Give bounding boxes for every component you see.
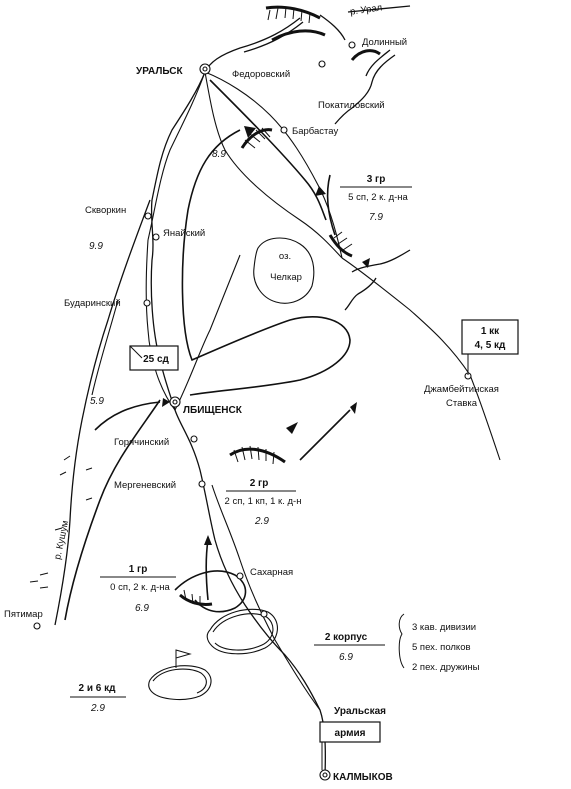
corps1-line1: 1 кк	[481, 326, 500, 337]
unit-group2: 2 гр 2 сп, 1 кп, 1 к. д-н 2.9	[225, 478, 302, 527]
group1-date: 6.9	[135, 603, 149, 614]
unit-ural-army: Уральская армия	[319, 706, 386, 770]
town-pyatimar-marker	[33, 622, 41, 630]
lake-chelkar: оз. Челкар	[253, 237, 315, 304]
kaleny-loops	[148, 608, 278, 701]
group1-title: 1 гр	[129, 564, 148, 575]
corps2-list-1: 3 кав. дивизии	[412, 622, 476, 633]
unit-group3: 3 гр 5 сп, 2 к. д-на 7.9	[340, 174, 412, 223]
towns	[33, 41, 472, 781]
stream-right	[344, 249, 411, 311]
town-yanaisky-marker	[152, 233, 160, 241]
cav26-date: 2.9	[90, 703, 105, 714]
group3-title: 3 гр	[367, 174, 386, 185]
bank-ticks	[29, 455, 93, 589]
date-5-9: 5.9	[90, 396, 104, 407]
group3-date: 7.9	[369, 212, 383, 223]
label-kalmykov: КАЛМЫКОВ	[333, 772, 393, 783]
lake-label-chelkar: Челкар	[270, 272, 302, 283]
label-mergenevsky: Мергеневский	[114, 480, 176, 491]
unit-cav26: 2 и 6 кд 2.9	[70, 649, 192, 714]
corps2-title: 2 корпус	[325, 632, 368, 643]
label-goryachinsky: Горячинский	[114, 437, 169, 448]
label-budarinsky: Бударинский	[64, 298, 121, 309]
label-fedorovsky: Федоровский	[232, 69, 290, 80]
front-lines	[179, 5, 381, 606]
tributary-dolinny	[334, 49, 396, 125]
town-sakharnaya-marker	[236, 572, 244, 580]
town-dolinny-marker	[348, 41, 356, 49]
corps2-list-3: 2 пех. дружины	[412, 662, 480, 673]
corps2-list-2: 5 пех. полков	[412, 642, 471, 653]
group1-detail: 0 сп, 2 к. д-на	[110, 582, 170, 593]
label-stavka: Ставка	[446, 398, 478, 409]
cav26-title: 2 и 6 кд	[79, 683, 117, 694]
label-sakharnaya: Сахарная	[250, 567, 293, 578]
town-budarinsky-marker	[143, 299, 151, 307]
unit-corps1: 1 кк 4, 5 кд	[461, 319, 519, 375]
label-lbishchensk: ЛБИЩЕНСК	[183, 405, 243, 416]
roads	[145, 71, 501, 711]
arrowheads	[162, 126, 370, 545]
hatch-marks	[183, 6, 353, 606]
group3-detail: 5 сп, 2 к. д-на	[348, 192, 408, 203]
date-9-9: 9.9	[89, 241, 103, 252]
town-barbastau-marker	[280, 126, 288, 134]
group2-date: 2.9	[254, 516, 269, 527]
label-dzhambeitinskaya: Джамбейтинская	[424, 384, 499, 395]
group2-detail: 2 сп, 1 кп, 1 к. д-н	[225, 496, 302, 507]
town-fedorovsky-marker	[318, 60, 326, 68]
label-pokatilovsky: Покатиловский	[318, 100, 385, 111]
unit-corps2: 2 корпус 6.9 3 кав. дивизии 5 пех. полко…	[314, 613, 480, 673]
label-skvorkin: Скворкин	[85, 205, 126, 216]
unit-group1: 1 гр 0 сп, 2 к. д-на 6.9	[100, 564, 176, 614]
ural-army-line1: Уральская	[334, 706, 386, 717]
label-pyatimar: Пятимар	[4, 609, 43, 620]
town-mergenevsky-marker	[198, 480, 206, 488]
town-kaleny-marker	[260, 610, 268, 618]
label-yanaisky: Янайский	[163, 228, 205, 239]
date-labels: 8.9 9.9 5.9	[89, 149, 226, 407]
ural-army-line2: армия	[335, 728, 366, 739]
label-uralsk: УРАЛЬСК	[136, 66, 184, 77]
maneuver-loops	[64, 79, 351, 621]
date-8-9: 8.9	[212, 149, 226, 160]
lake-label-oz: оз.	[279, 251, 291, 262]
unit-div25: 25 сд	[129, 345, 179, 371]
town-skvorkin-marker	[144, 212, 152, 220]
label-barbastau: Барбастау	[292, 126, 338, 137]
group2-title: 2 гр	[250, 478, 269, 489]
div25-label: 25 сд	[143, 354, 169, 365]
town-goryachinsky-marker	[190, 435, 198, 443]
kushum-river	[54, 199, 151, 626]
label-river-ural: р. Урал	[349, 2, 382, 17]
ural-river	[150, 5, 411, 776]
label-dolinny: Долинный	[362, 37, 407, 48]
corps1-line2: 4, 5 кд	[475, 340, 506, 351]
corps2-date: 6.9	[339, 652, 353, 663]
